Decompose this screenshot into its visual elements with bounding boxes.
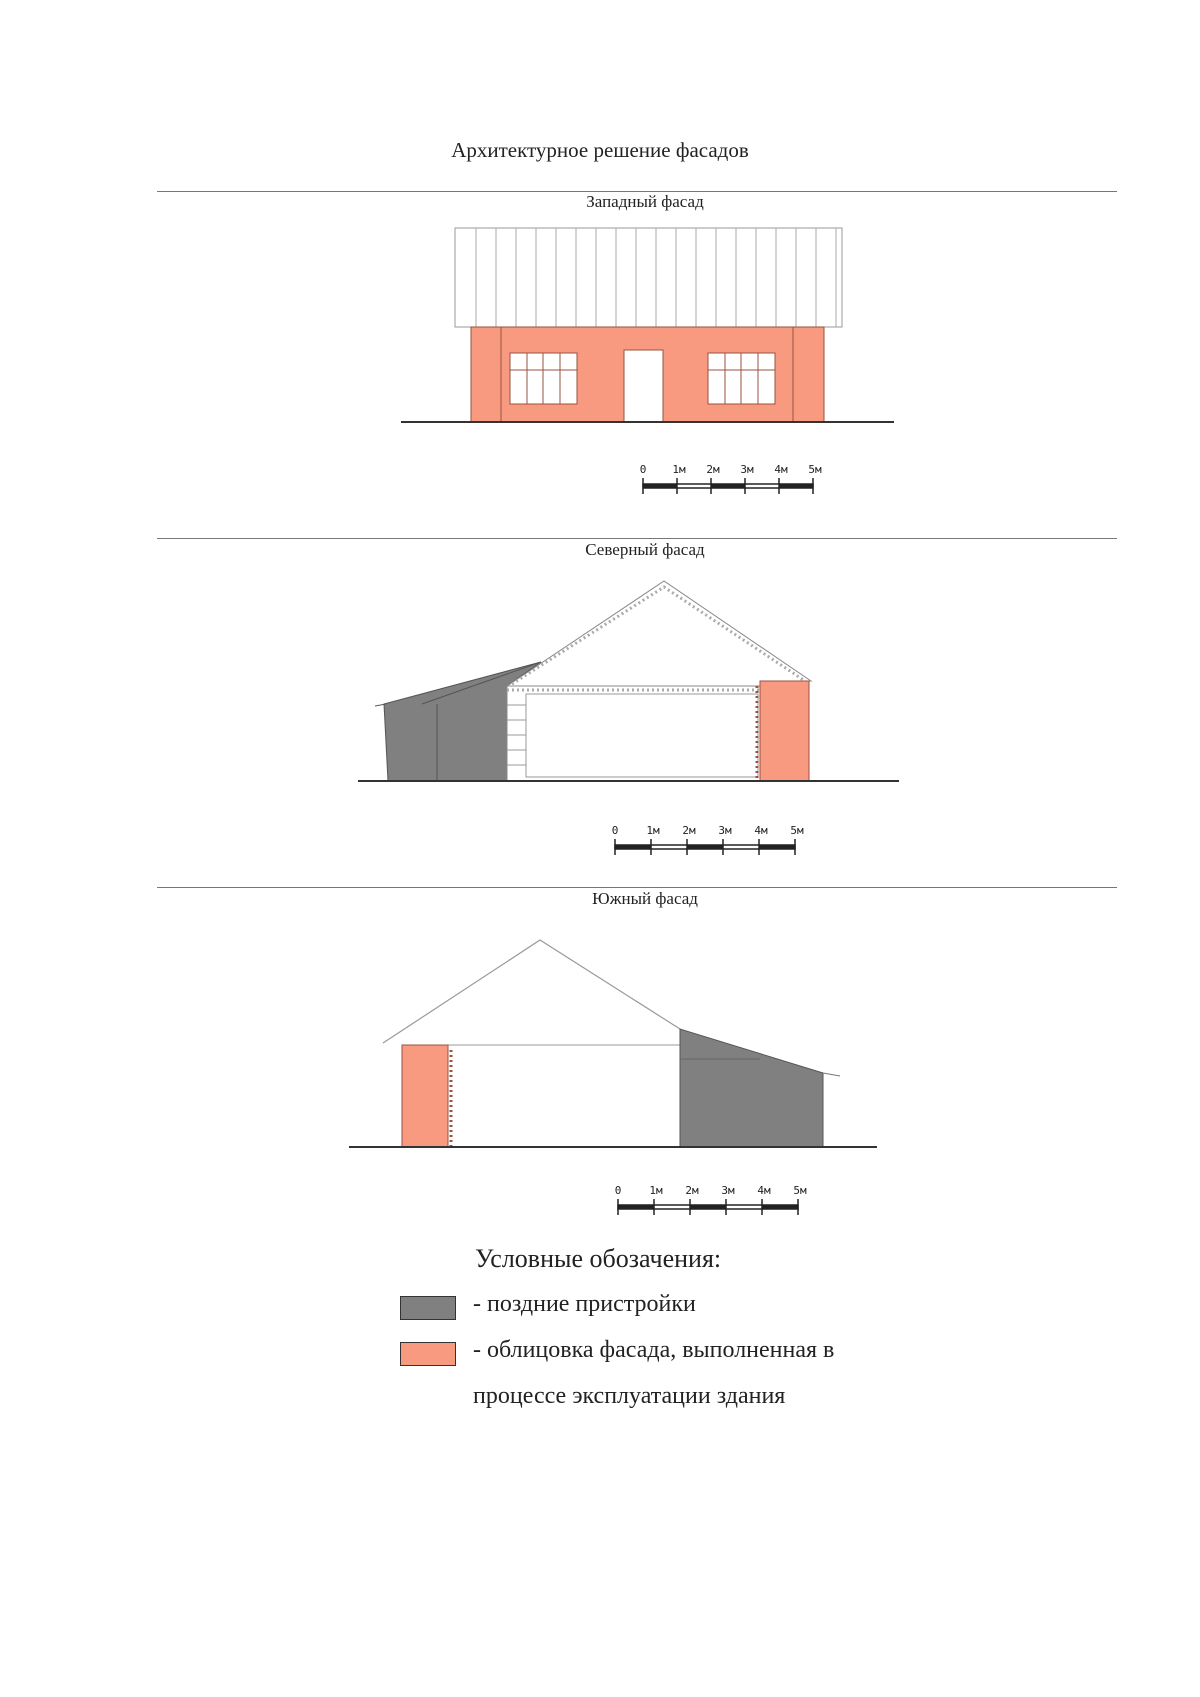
scale-label: 4м (774, 463, 788, 476)
legend-swatch-annex (400, 1296, 456, 1320)
scale-label: 2м (682, 824, 696, 837)
scale-label: 2м (685, 1184, 699, 1197)
west-window-right (707, 352, 776, 405)
scale-label: 1м (646, 824, 660, 837)
legend-cladding-text-continued: процессе эксплуатации здания (473, 1383, 786, 1409)
south-facade-title: Южный фасад (592, 889, 698, 908)
scale-bar: 0 1м 2м 3м 4м 5м (612, 824, 804, 855)
legend-title: Условные обозачения: (475, 1244, 722, 1273)
scale-label: 3м (718, 824, 732, 837)
north-cladding (759, 680, 810, 782)
section-divider (157, 887, 1117, 888)
scale-label: 0 (640, 463, 647, 476)
scale-bar: 0 1м 2м 3м 4м 5м (615, 1184, 807, 1215)
north-brick-corner (507, 704, 526, 766)
scale-label: 5м (808, 463, 822, 476)
west-roof (454, 227, 843, 328)
scale-label: 4м (754, 824, 768, 837)
scale-label: 0 (615, 1184, 622, 1197)
scale-label: 5м (790, 824, 804, 837)
south-cladding (401, 1044, 449, 1148)
scale-label: 3м (721, 1184, 735, 1197)
scale-label: 4м (757, 1184, 771, 1197)
west-door (623, 349, 664, 423)
scale-label: 2м (706, 463, 720, 476)
south-annex (679, 1028, 824, 1148)
scale-label: 1м (649, 1184, 663, 1197)
north-facade (358, 580, 899, 782)
legend-swatch-cladding (400, 1342, 456, 1366)
page-title: Архитектурное решение фасадов (451, 138, 749, 162)
north-facade-title: Северный фасад (585, 540, 705, 559)
scale-label: 0 (612, 824, 619, 837)
scale-label: 1м (672, 463, 686, 476)
west-window-left (509, 352, 578, 405)
scale-label: 5м (793, 1184, 807, 1197)
west-facade-title: Западный фасад (586, 192, 704, 211)
scale-bar: 0 1м 2м 3м 4м 5м (640, 463, 822, 494)
legend-cladding-text: - облицовка фасада, выполненная в (473, 1337, 835, 1363)
south-facade (349, 939, 877, 1148)
west-roof-seams (475, 228, 837, 327)
scale-label: 3м (740, 463, 754, 476)
section-divider (157, 538, 1117, 539)
north-gable-trim (511, 585, 806, 686)
west-facade (401, 227, 894, 423)
section-divider (157, 191, 1117, 192)
south-gable (382, 939, 681, 1044)
legend-annex-text: - поздние пристройки (473, 1291, 696, 1317)
north-gable (505, 580, 813, 687)
